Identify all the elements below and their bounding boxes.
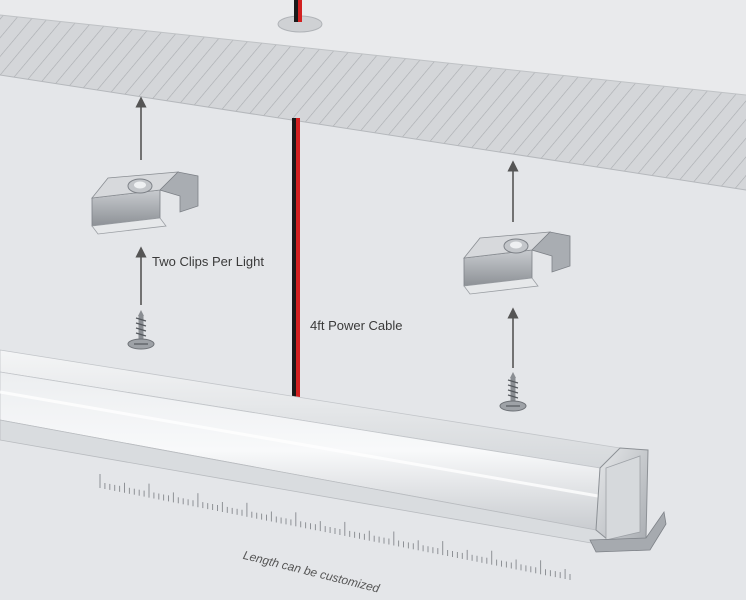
screw-icon [127, 310, 155, 350]
ceiling-top-surface [0, 0, 746, 95]
ceiling-hatched-face [0, 15, 746, 190]
ceiling-slab [0, 0, 746, 191]
screw-icon [499, 372, 527, 412]
power-cable-label: 4ft Power Cable [310, 318, 403, 333]
ruler-scale-icon [99, 474, 571, 580]
mounting-clip-icon [91, 171, 199, 235]
mounting-clip-icon [463, 231, 571, 295]
led-light-fixture [0, 349, 667, 553]
clips-label: Two Clips Per Light [152, 254, 264, 269]
